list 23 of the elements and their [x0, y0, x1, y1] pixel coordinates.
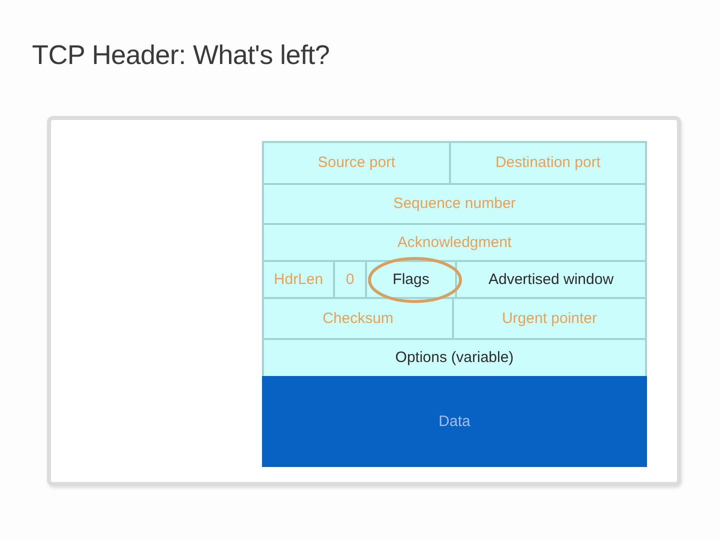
data-block: [262, 376, 647, 467]
field-name: Destination port: [495, 154, 601, 172]
field-name: Flags: [392, 270, 430, 288]
header-field: [262, 141, 451, 185]
header-field: [262, 338, 647, 378]
header-field: [449, 141, 647, 185]
header-field: [262, 260, 335, 299]
field-name: HdrLen: [274, 270, 324, 288]
field-name: 0: [346, 270, 354, 288]
field-name: Advertised window: [488, 270, 614, 288]
header-field: [262, 183, 647, 225]
header-field: [452, 297, 647, 340]
field-name: Acknowledgment: [397, 234, 512, 252]
header-field: [455, 260, 647, 299]
field-name: Urgent pointer: [502, 310, 598, 328]
slide-title: TCP Header: What's left?: [32, 40, 330, 71]
field-name: Options (variable): [395, 349, 514, 367]
field-name: Sequence number: [393, 195, 516, 213]
data-label: Data: [438, 412, 470, 430]
field-name: Source port: [318, 154, 396, 172]
header-field: [262, 297, 454, 340]
header-field: [262, 223, 647, 262]
field-name: Checksum: [322, 310, 394, 328]
